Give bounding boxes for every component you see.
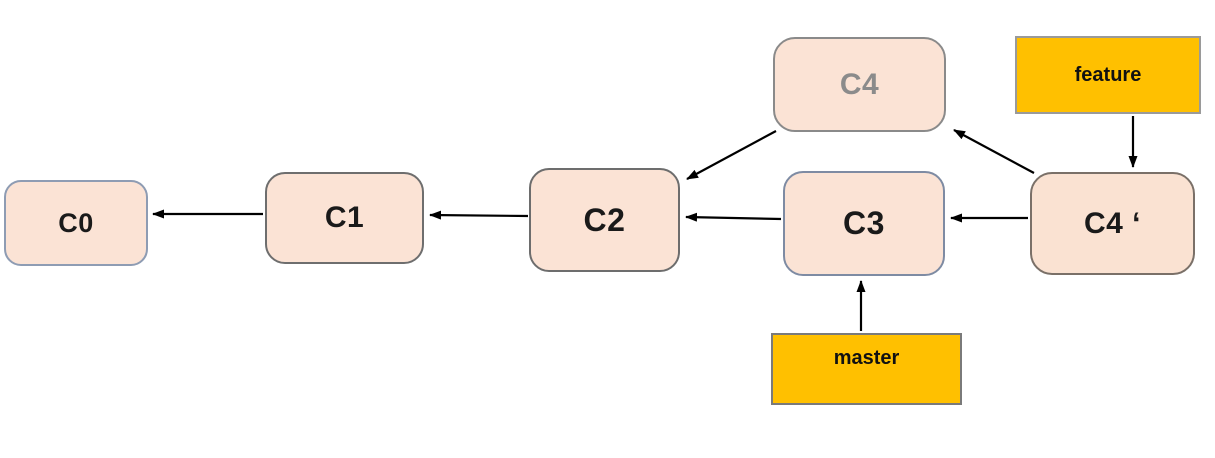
branch-label-feature: feature [1015, 36, 1201, 114]
arrow-c4-to-c2 [686, 130, 777, 180]
commit-label-c3: C3 [843, 205, 885, 241]
commit-label-c4-original: C4 [839, 67, 880, 101]
commit-node-c4-prime: C4 ‘ [1030, 172, 1195, 275]
commit-node-c3: C3 [783, 171, 945, 276]
arrow-c4p-to-c4 [953, 129, 1035, 174]
commit-node-c0: C0 [4, 180, 148, 266]
branch-label-feature-text: feature [1074, 63, 1142, 86]
commit-label-c0: C0 [58, 207, 94, 238]
commit-label-c1: C1 [324, 201, 365, 234]
commit-label-c2: C2 [583, 201, 626, 238]
commit-node-c1: C1 [265, 172, 424, 264]
commit-node-c2: C2 [529, 168, 680, 272]
branch-label-master-text: master [833, 347, 900, 369]
commit-label-c4-prime: C4 ‘ [1083, 206, 1142, 240]
arrow-c3-to-c2 [685, 212, 782, 222]
arrow-c2-to-c1 [429, 210, 529, 220]
commit-node-c4-original: C4 [773, 37, 946, 132]
branch-label-master: master [771, 333, 962, 405]
